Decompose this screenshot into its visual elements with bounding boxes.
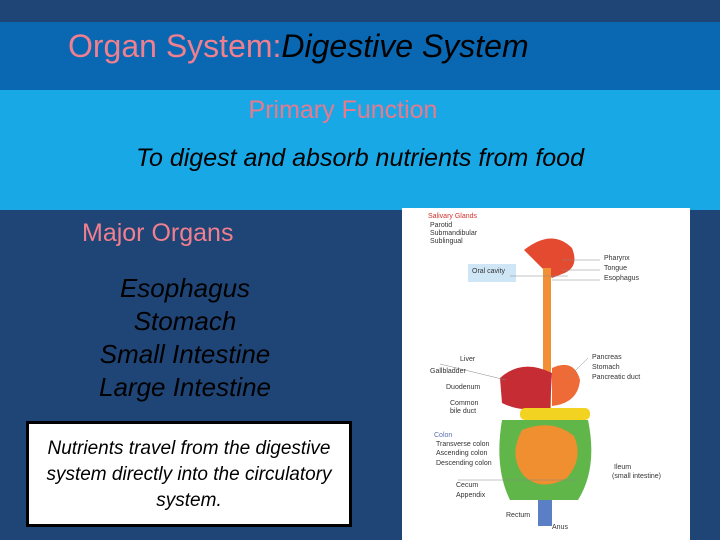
- diagram-label: Liver: [460, 356, 476, 363]
- organ-item: Small Intestine: [99, 339, 271, 369]
- organ-item: Stomach: [133, 306, 237, 336]
- diagram-label: Gallbladder: [430, 368, 466, 375]
- organ-item: Large Intestine: [98, 372, 271, 402]
- diagram-label: Pharynx: [604, 255, 630, 262]
- diagram-label: Appendix: [456, 492, 486, 499]
- diagram-label: Ascending colon: [436, 450, 488, 457]
- small-intestine-shape: [515, 425, 578, 485]
- organ-item: Esophagus: [119, 273, 251, 303]
- digestive-illustration: [439, 238, 600, 526]
- diagram-label: Rectum: [506, 512, 531, 519]
- diagram-label: Common bile duct: [450, 400, 479, 415]
- colon-heading: Colon: [434, 432, 453, 439]
- diagram-label: Pancreas: [592, 354, 622, 361]
- salivary-glands-heading: Salivary Glands: [428, 213, 478, 220]
- stomach-shape: [552, 364, 580, 406]
- diagram-label: Sublingual: [430, 238, 463, 245]
- function-heading: Primary Function: [248, 96, 438, 124]
- pancreas-shape: [520, 408, 590, 420]
- diagram-label: Parotid: [430, 222, 453, 229]
- diagram-label: Stomach: [592, 364, 620, 371]
- diagram-label: Transverse colon: [436, 441, 490, 448]
- liver-shape: [500, 366, 552, 410]
- esophagus-shape: [543, 268, 551, 418]
- organs-heading: Major Organs: [82, 219, 234, 247]
- nutrient-note: Nutrients travel from the digestive syst…: [26, 421, 352, 527]
- diagram-label: Descending colon: [436, 460, 492, 467]
- diagram-label: (small intestine): [612, 473, 662, 480]
- diagram-label: Ileum: [614, 464, 632, 471]
- function-text: To digest and absorb nutrients from food: [136, 144, 584, 172]
- rectum-shape: [538, 500, 552, 526]
- salivary-gland-shape: [524, 238, 575, 278]
- slide-title: Organ System:Digestive System: [68, 28, 529, 65]
- diagram-label: Pancreatic duct: [592, 374, 641, 381]
- organs-list: Esophagus Stomach Small Intestine Large …: [40, 272, 330, 404]
- diagram-label: Oral cavity: [472, 268, 506, 275]
- diagram-label: Submandibular: [430, 230, 478, 237]
- function-band: [0, 90, 720, 210]
- diagram-label: Cecum: [456, 482, 479, 489]
- title-system-name: Digestive System: [281, 28, 529, 64]
- oral-cavity-highlight: [468, 264, 516, 282]
- diagram-label: Anus: [552, 524, 568, 531]
- diagram-label: Esophagus: [604, 275, 640, 282]
- diagram-label: Duodenum: [446, 384, 481, 391]
- title-prefix: Organ System:: [68, 28, 282, 64]
- diagram-label: Tongue: [604, 265, 627, 272]
- digestive-diagram: Salivary Glands Parotid Submandibular Su…: [402, 208, 690, 540]
- title-bar: [0, 22, 720, 90]
